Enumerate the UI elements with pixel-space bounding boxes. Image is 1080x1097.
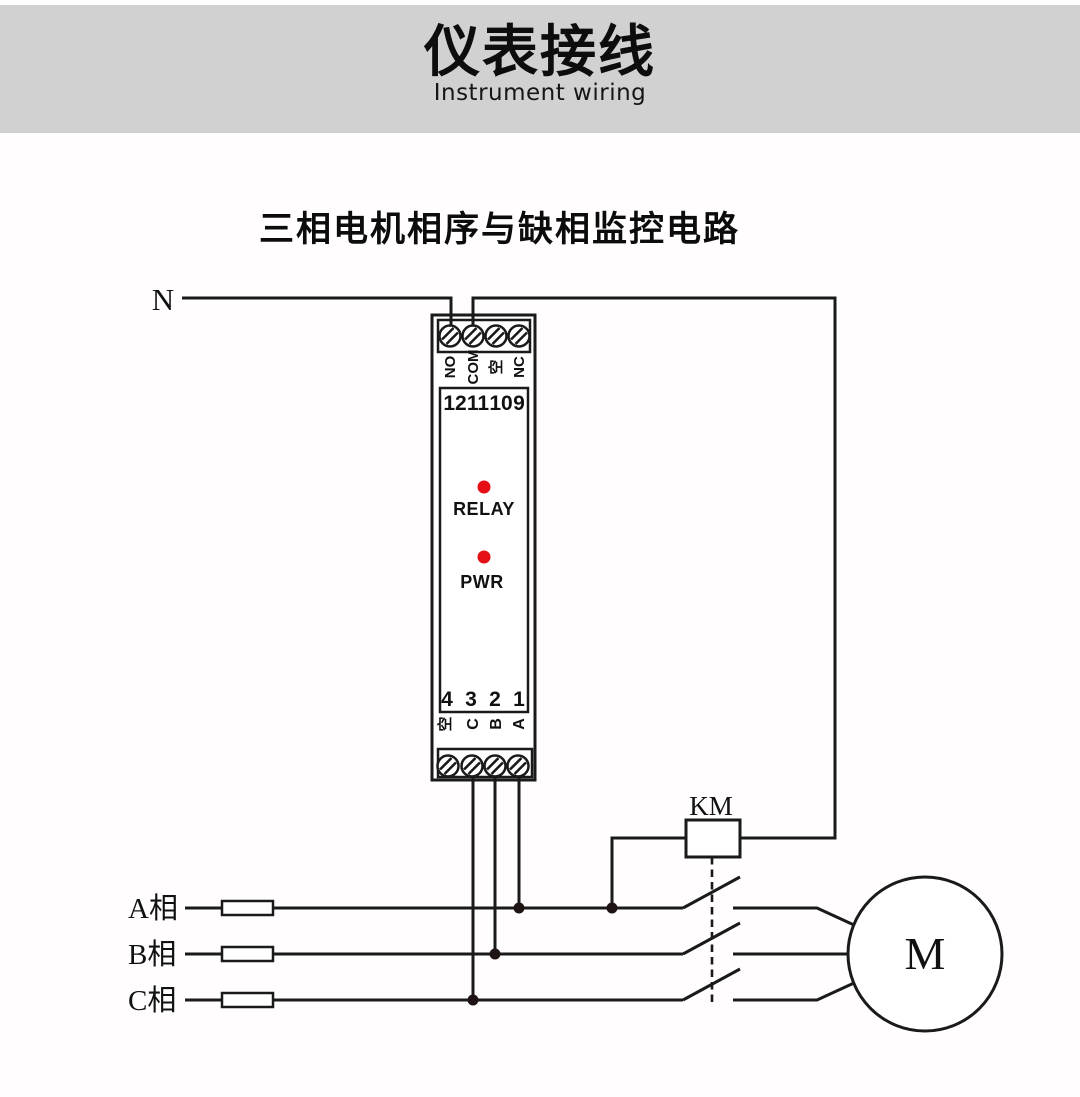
screw-terminal (461, 324, 485, 348)
screw-terminal (507, 324, 531, 348)
page-subtitle: Instrument wiring (433, 80, 647, 106)
contact-blade-a (682, 875, 741, 910)
junction-dot (606, 902, 618, 914)
neutral-label: N (152, 282, 174, 317)
terminal-number-10: 10 (489, 392, 512, 415)
fuse-b (220, 945, 275, 963)
terminal-number-4: 4 (441, 688, 453, 711)
contactor-label: KM (689, 791, 733, 821)
monitor-device (430, 313, 537, 782)
contactor-coil (684, 818, 742, 859)
header-band (0, 5, 1080, 133)
screw-terminal (506, 754, 530, 778)
bottom-screw-terminals (436, 754, 530, 778)
relay-led-label: RELAY (453, 499, 515, 519)
top-terminal-numbers: 12 11 10 9 (443, 392, 525, 415)
top-screw-terminals (438, 324, 531, 348)
power-led (477, 550, 491, 564)
terminal-label-no: NO (442, 355, 459, 378)
neutral-wire (182, 296, 453, 335)
junction-dot (467, 994, 479, 1006)
top-terminal-labels: NO COM 空 NC (442, 350, 528, 385)
motor-label: M (905, 928, 946, 979)
screw-terminal (436, 754, 460, 778)
motor-lead-c (733, 981, 855, 1002)
phase-c-label: C相 (128, 984, 176, 1017)
screw-terminal (484, 324, 508, 348)
terminal-label-nc: NC (511, 356, 528, 378)
terminal-label-com: COM (465, 350, 482, 385)
screw-terminal (460, 754, 484, 778)
wires (182, 296, 855, 1002)
terminal-number-3: 3 (465, 688, 477, 711)
terminal-number-12: 12 (443, 392, 466, 415)
motor-lead-a (733, 906, 855, 927)
fuse-a (220, 899, 275, 917)
motor-circle (846, 875, 1004, 1033)
phase-b-label: B相 (128, 938, 176, 971)
page-title: 仪表接线 (424, 20, 656, 85)
terminal-label-kong-bottom: 空 (436, 716, 454, 731)
terminal-label-a: A (511, 718, 528, 730)
terminal-label-c: C (465, 718, 482, 730)
screw-terminal (438, 324, 462, 348)
bottom-terminal-labels: 空 C B A (436, 716, 528, 731)
junction-dot (513, 902, 525, 914)
power-led-label: PWR (460, 572, 504, 592)
phase-a-label: A相 (128, 892, 178, 925)
terminal-number-11: 11 (467, 392, 490, 415)
diagram-title: 三相电机相序与缺相监控电路 (259, 210, 741, 250)
terminal-number-2: 2 (489, 688, 501, 711)
device-face (438, 386, 530, 714)
fuse-c (220, 991, 275, 1009)
coil-to-phase-a-wire (610, 836, 686, 908)
terminal-number-9: 9 (513, 392, 525, 415)
screw-terminal (483, 754, 507, 778)
terminal-label-b: B (488, 718, 505, 730)
com-wire (471, 296, 837, 840)
fuses (220, 899, 275, 1009)
bottom-terminal-numbers: 4 3 2 1 (441, 688, 525, 711)
relay-led (477, 480, 491, 494)
terminal-label-kong-top: 空 (487, 359, 505, 374)
terminal-number-1: 1 (513, 688, 525, 711)
junction-dots (467, 902, 618, 1006)
junction-dot (489, 948, 501, 960)
